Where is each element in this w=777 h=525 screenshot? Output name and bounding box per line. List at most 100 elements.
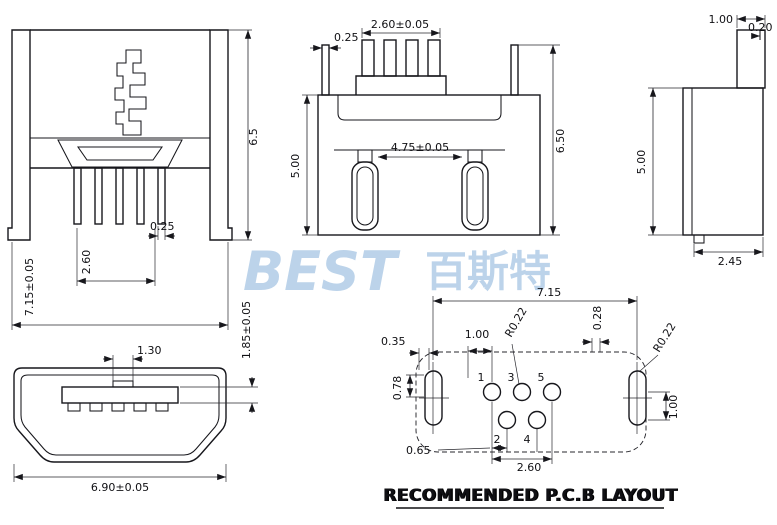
side-foot	[693, 234, 705, 244]
pcb-layout-view: 1 3 5 2 4 7.15 0.35 1.00 R0	[381, 286, 680, 509]
dim-face-tongue-thickness-label: 1.85±0.05	[240, 301, 253, 359]
dim-pcb-row-pitch-label: 1.00	[667, 395, 680, 420]
dim-section-contact-span-label: 4.75±0.05	[391, 141, 449, 154]
face-tongue-tooth-1	[67, 402, 81, 412]
dim-pcb-slot-span-label: 7.15	[537, 286, 562, 299]
face-shell-inner	[20, 374, 220, 456]
pcb-title: RECOMMENDED P.C.B LAYOUT	[383, 486, 677, 506]
face-tongue-tooth-4	[133, 402, 147, 412]
dim-pcb-pad-pitch: 0.65	[406, 429, 508, 457]
section-left-contact-neck	[357, 149, 373, 163]
dim-pcb-pad-span-label: 2.60	[517, 461, 542, 474]
dim-side-body-height: 5.00	[635, 87, 683, 236]
dim-side-top-width-label: 1.00	[709, 13, 734, 26]
pcb-pad-1	[482, 382, 502, 402]
section-channel	[337, 95, 502, 121]
pcb-title-block: RECOMMENDED P.C.B LAYOUT	[383, 486, 677, 509]
section-comb-tooth-3	[405, 39, 419, 77]
dim-front-body-width: 7.15±0.05	[11, 242, 229, 330]
section-comb-tooth-1	[361, 39, 375, 77]
section-comb-tooth-4	[427, 39, 441, 77]
pcb-slot-pad-right	[628, 370, 647, 426]
dim-section-post-width: 0.25	[310, 31, 359, 52]
front-wedge-inner	[76, 146, 164, 161]
watermark-brand-cn-text: 百斯特	[425, 247, 551, 296]
dim-front-height: 6.5	[228, 29, 260, 241]
pcb-slot-pad-left	[424, 370, 443, 426]
pcb-pad-4	[527, 410, 547, 430]
dim-pcb-notch-offset: 0.28	[582, 306, 610, 352]
dim-pcb-pad-radius-label: R0.22	[502, 305, 529, 339]
face-shell-outer	[13, 367, 227, 463]
front-pin-1	[73, 167, 82, 225]
front-pin-3	[115, 167, 124, 225]
side-body	[682, 87, 764, 236]
section-left-contact	[351, 161, 379, 231]
front-left-bracket	[7, 29, 31, 241]
pcb-pad-3-number: 3	[508, 371, 515, 384]
front-pin-5	[157, 167, 166, 225]
dim-pcb-slot-radius-label: R0.22	[651, 320, 679, 354]
dim-section-overall-height: 6.50	[518, 44, 567, 236]
pcb-pad-5-number: 5	[538, 371, 545, 384]
dim-side-lip: 0.20	[748, 21, 773, 40]
dim-section-overall-height-label: 6.50	[554, 129, 567, 154]
dim-pcb-edge-offset-label: 0.35	[381, 335, 406, 348]
dim-face-shell-width-label: 6.90±0.05	[91, 481, 149, 494]
dim-front-pin-span-label: 2.60	[80, 250, 93, 275]
dim-pcb-slot-offset-label: 0.78	[391, 376, 404, 401]
dim-section-body-height-label: 5.00	[289, 154, 302, 179]
section-comb-base	[355, 75, 447, 95]
section-right-contact-inner	[466, 166, 484, 226]
watermark: BEST 百斯特	[243, 240, 551, 303]
pcb-pad-5	[542, 382, 562, 402]
pcb-pad-3	[512, 382, 532, 402]
dim-pcb-pad-pitch-label: 0.65	[406, 444, 431, 457]
dim-section-contact-span: 4.75±0.05	[378, 141, 462, 161]
section-right-post	[510, 44, 519, 96]
dim-face-tab-width: 1.30	[103, 344, 162, 384]
section-body	[317, 94, 541, 236]
dim-front-pin-width-label: 0.25	[150, 220, 175, 233]
front-wedge-outer	[57, 139, 183, 168]
dim-pcb-pad-offset-label: 1.00	[465, 328, 490, 341]
pcb-pad-2-number: 2	[494, 433, 501, 446]
dim-pcb-pad-radius: R0.22	[502, 305, 530, 385]
section-left-contact-inner	[356, 166, 374, 226]
front-right-bracket	[209, 29, 233, 241]
section-comb-tooth-2	[383, 39, 397, 77]
side-view: 1.00 0.20 5.00 2.45	[635, 13, 773, 268]
pcb-pad-4-number: 4	[524, 433, 531, 446]
dim-side-base-depth-label: 2.45	[718, 255, 743, 268]
front-pin-2	[94, 167, 103, 225]
face-tongue-tab	[112, 380, 134, 388]
watermark-brand-text: BEST	[243, 240, 401, 303]
face-view: 1.30 1.85±0.05 6.90±0.05	[13, 301, 258, 494]
dim-face-tab-width-label: 1.30	[137, 344, 162, 357]
dim-front-height-label: 6.5	[247, 128, 260, 146]
face-tongue-tooth-3	[111, 402, 125, 412]
dim-side-body-height-label: 5.00	[635, 150, 648, 175]
pcb-outline-dashed	[415, 351, 647, 453]
dim-pcb-row-pitch: 1.00	[648, 391, 680, 421]
dim-front-pin-span: 2.60	[76, 228, 156, 286]
dim-section-comb-width-label: 2.60±0.05	[371, 18, 429, 31]
dim-pcb-pad-offset: 1.00	[465, 328, 493, 382]
face-tongue	[61, 386, 179, 404]
section-left-post	[321, 44, 330, 96]
dim-side-top-width: 1.00	[709, 13, 766, 28]
dim-pcb-notch-offset-label: 0.28	[591, 306, 604, 331]
section-right-contact	[461, 161, 489, 231]
dim-side-base-depth: 2.45	[693, 237, 764, 268]
side-top-column	[736, 29, 766, 89]
face-tongue-tooth-2	[89, 402, 103, 412]
dim-front-pin-width: 0.25	[148, 220, 175, 240]
dim-face-tongue-thickness: 1.85±0.05	[180, 301, 258, 413]
dim-pcb-edge-offset: 0.35	[381, 335, 439, 370]
face-tongue-tooth-5	[155, 402, 169, 412]
dim-section-body-height: 5.00	[289, 94, 318, 236]
dim-pcb-slot-radius: R0.22	[639, 320, 679, 372]
dim-side-lip-label: 0.20	[748, 21, 773, 34]
